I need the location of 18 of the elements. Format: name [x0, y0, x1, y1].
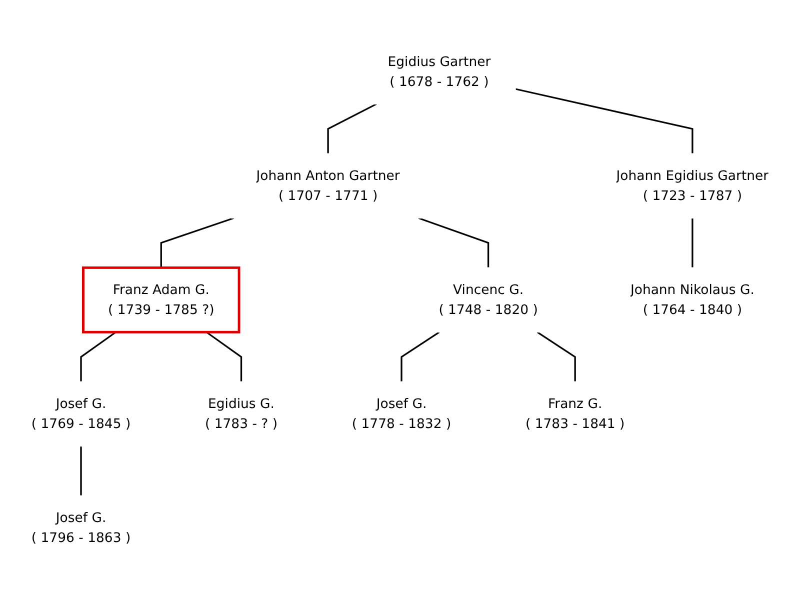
- connector: [327, 103, 377, 154]
- node-text: Josef G. ( 1769 - 1845 ): [31, 396, 131, 432]
- node-text: Josef G. ( 1778 - 1832 ): [352, 396, 452, 432]
- node-text: Franz G. ( 1783 - 1841 ): [525, 396, 625, 432]
- connector: [80, 446, 82, 496]
- node-text: Egidius G. ( 1783 - ? ): [204, 396, 278, 432]
- connector: [515, 88, 694, 154]
- node-text: Josef G. ( 1796 - 1863 ): [31, 510, 131, 546]
- connector: [160, 217, 234, 268]
- connector: [80, 332, 116, 382]
- connector: [400, 332, 440, 382]
- connector: [692, 218, 694, 268]
- node-text: Egidius Gartner ( 1678 - 1762 ): [388, 54, 491, 90]
- connector: [206, 332, 242, 382]
- connector: [418, 217, 490, 268]
- node-text: Vincenc G. ( 1748 - 1820 ): [438, 282, 538, 318]
- node-box: Franz Adam G. ( 1739 - 1785 ?): [82, 266, 240, 334]
- connector: [536, 332, 576, 382]
